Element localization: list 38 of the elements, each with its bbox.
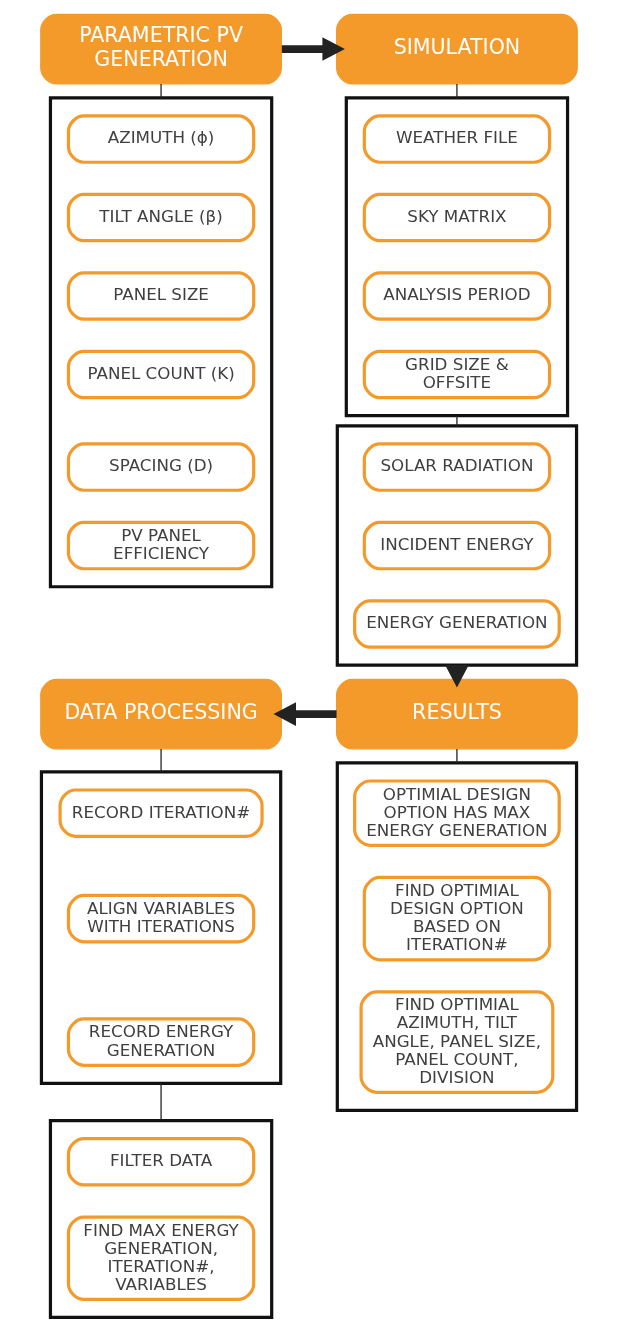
- node-box: RECORD ENERGY GENERATION: [66, 1017, 255, 1067]
- node-box: FIND OPTIMIAL AZIMUTH, TILT ANGLE, PANEL SIZE, PANEL COUNT, DIVISION: [359, 990, 554, 1094]
- cluster: [335, 761, 578, 1112]
- node-box: ENERGY GENERATION: [352, 599, 561, 649]
- node-box: SOLAR RADIATION: [362, 442, 551, 492]
- arrow: [273, 702, 337, 726]
- node-box: SPACING (D): [66, 442, 255, 492]
- node-box: PARAMETRIC PV GENERATION: [39, 13, 282, 85]
- node-box: FIND OPTIMIAL DESIGN OPTION BASED ON ITERATION#: [362, 875, 551, 962]
- cluster: [48, 96, 273, 589]
- node-box: DATA PROCESSING: [39, 678, 282, 750]
- node-box: TILT ANGLE (β): [66, 192, 255, 243]
- node-box: SIMULATION: [335, 13, 578, 85]
- node-box: OPTIMIAL DESIGN OPTION HAS MAX ENERGY GENERATION: [352, 779, 561, 847]
- cluster: [39, 770, 282, 1085]
- node-box: INCIDENT ENERGY: [362, 520, 551, 571]
- connector: [159, 1082, 162, 1122]
- connector: [455, 83, 458, 99]
- connector: [159, 83, 162, 99]
- connector: [159, 748, 162, 773]
- node-box: PANEL SIZE: [66, 271, 255, 321]
- node-box: ALIGN VARIABLES WITH ITERATIONS: [66, 893, 255, 944]
- cluster: [48, 1118, 273, 1319]
- arrow: [281, 37, 345, 61]
- node-box: SKY MATRIX: [362, 192, 551, 243]
- node-box: RESULTS: [335, 678, 578, 750]
- node-box: FIND MAX ENERGY GENERATION, ITERATION#, VARIABLES: [66, 1215, 255, 1301]
- cluster: [344, 96, 569, 418]
- node-box: AZIMUTH (ϕ): [66, 114, 255, 164]
- node-box: FILTER DATA: [66, 1137, 255, 1187]
- node-box: GRID SIZE & OFFSITE: [362, 349, 551, 400]
- node-box: PV PANEL EFFICIENCY: [66, 520, 255, 571]
- connector: [455, 748, 458, 764]
- node-box: WEATHER FILE: [362, 114, 551, 164]
- node-box: PANEL COUNT (K): [66, 349, 255, 400]
- node-box: ANALYSIS PERIOD: [362, 271, 551, 321]
- node-box: RECORD ITERATION#: [58, 788, 264, 838]
- connector: [455, 415, 458, 427]
